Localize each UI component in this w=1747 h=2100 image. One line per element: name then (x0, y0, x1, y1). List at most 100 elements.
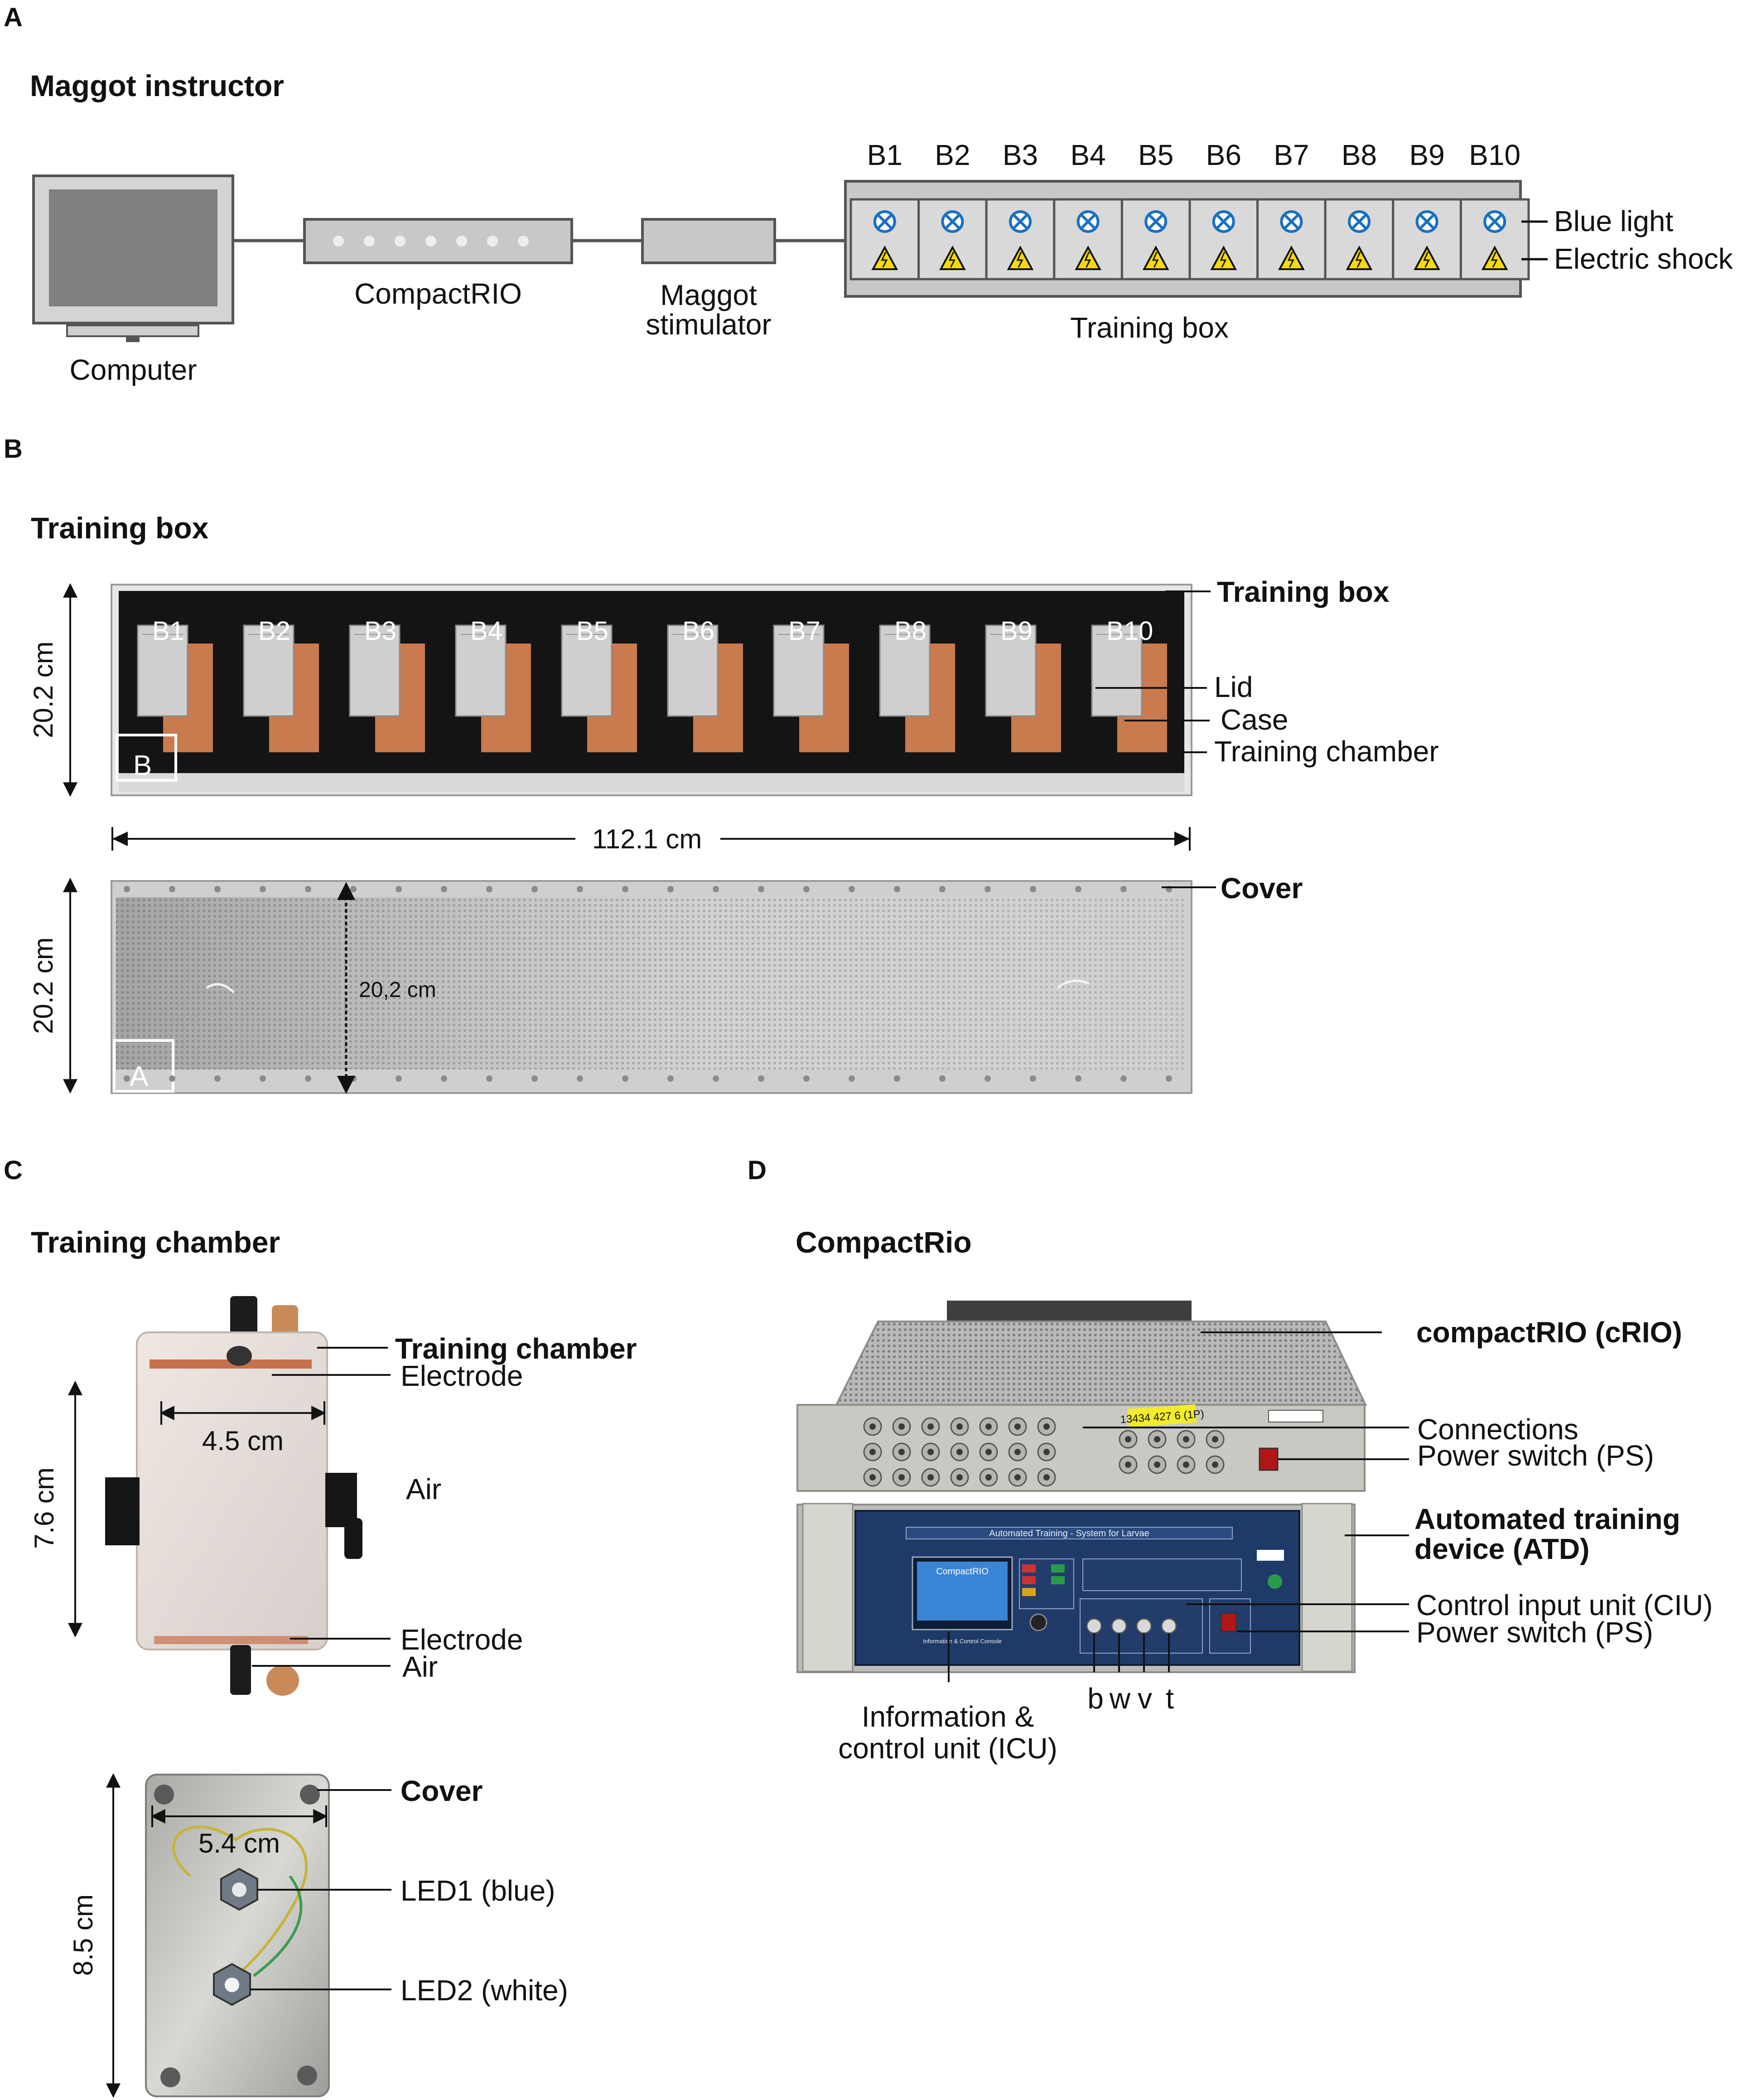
training-box-units (849, 198, 1530, 281)
electric-shock-icon (1346, 245, 1373, 270)
box-label-b10: B10 (1469, 139, 1520, 171)
box-width-label: 112.1 cm (592, 824, 702, 854)
panel-c-letter: C (4, 1156, 23, 1185)
callout-case: Case (1221, 703, 1288, 736)
cover-c-height-label: 8.5 cm (68, 1894, 98, 1976)
slot-label-b6: B6 (682, 616, 714, 646)
slot-label-b10: B10 (1106, 616, 1153, 646)
box-label-b4: B4 (1070, 139, 1105, 171)
callout-electrode-top: Electrode (401, 1360, 523, 1392)
lid-block (243, 624, 294, 717)
panel-a-letter: A (4, 3, 23, 32)
electric-shock-icon (1210, 245, 1237, 270)
electric-shock-icon (1414, 245, 1440, 270)
atd-front-title: Automated Training - System for Larvae (989, 1529, 1149, 1539)
computer-icon (32, 174, 234, 342)
callout-cover: Cover (1221, 872, 1303, 905)
stimulator-label-2: stimulator (646, 308, 771, 341)
blue-light-icon (1212, 210, 1235, 233)
chamber-width-label: 4.5 cm (202, 1426, 284, 1456)
box-label-b6: B6 (1206, 139, 1241, 171)
box-label-b3: B3 (1003, 139, 1038, 171)
callout-air-bottom: Air (402, 1650, 438, 1683)
box-width-arrow-left (112, 832, 128, 846)
blue-light-icon (1144, 210, 1168, 233)
slot-label-b8: B8 (894, 616, 927, 646)
chamber-height-label: 7.6 cm (29, 1467, 59, 1549)
box-label-b2: B2 (935, 139, 970, 171)
callout-power-switch-1: Power switch (PS) (1417, 1439, 1654, 1472)
lid-block (985, 624, 1037, 717)
box-corner-mark: B (133, 750, 152, 781)
box-height-label: 20.2 cm (28, 641, 58, 738)
blue-light-icon (873, 210, 896, 233)
crio-photo (796, 1301, 1367, 1492)
callout-connections: Connections (1417, 1413, 1578, 1446)
cover-c-width-label: 5.4 cm (198, 1828, 280, 1858)
cover-screws (124, 886, 1172, 1082)
panel-b-letter: B (4, 434, 23, 464)
cover-corner-mark: A (130, 1061, 149, 1092)
lid-block (773, 624, 825, 717)
electric-shock-icon (1481, 245, 1508, 270)
electric-shock-icon (939, 245, 966, 270)
cover-inner-measure: 20,2 cm (359, 978, 436, 1002)
box-label-b8: B8 (1342, 139, 1377, 171)
ciu-input-t: t (1166, 1682, 1174, 1715)
box-label-b9: B9 (1409, 139, 1444, 171)
computer-label: Computer (70, 353, 197, 386)
callout-atd-1: Automated training (1414, 1503, 1680, 1535)
stimulator-icon (641, 218, 776, 264)
callout-led1: LED1 (blue) (401, 1874, 555, 1907)
electric-shock-icon (1142, 245, 1169, 270)
callout-cover-c: Cover (401, 1775, 483, 1807)
lid-block (349, 624, 401, 717)
blue-light-icon (1280, 210, 1303, 233)
callout-training-box: Training box (1217, 576, 1390, 608)
ciu-input-b: b (1087, 1682, 1104, 1715)
training-box-photo (111, 584, 1192, 796)
electric-shock-icon (871, 245, 898, 270)
icu-screen-caption: Information & Control Console (923, 1638, 1002, 1645)
stimulator-label-1: Maggot (660, 279, 757, 311)
training-box-labels: B1 B2 B3 B4 B5 B6 B7 B8 B9 B10 (867, 139, 1520, 171)
atd-photo (796, 1503, 1356, 1673)
slot-label-b9: B9 (1000, 616, 1033, 646)
callout-air-side: Air (406, 1473, 441, 1505)
box-label-b5: B5 (1138, 139, 1173, 171)
box-width-arrow-right (1174, 832, 1190, 846)
training-box-label: Training box (1070, 311, 1229, 344)
blue-light-icon (1076, 210, 1100, 233)
training-chamber-photo (105, 1296, 362, 1696)
electric-shock-icon (1007, 245, 1034, 270)
callout-lid: Lid (1214, 671, 1253, 703)
lid-block (1091, 624, 1143, 717)
callout-crio: compactRIO (cRIO) (1416, 1316, 1682, 1349)
box-label-b1: B1 (867, 139, 902, 171)
cover-photo (111, 880, 1192, 1094)
callout-training-chamber: Training chamber (1214, 735, 1439, 768)
icu-screen-brand: CompactRIO (936, 1567, 989, 1577)
callout-led2: LED2 (white) (401, 1974, 568, 2007)
lid-block (455, 624, 507, 717)
electric-shock-label: Electric shock (1554, 242, 1733, 275)
lid-block (137, 624, 188, 717)
callout-icu-1: Information & (862, 1700, 1034, 1733)
blue-light-icon (941, 210, 964, 233)
compactrio-icon (303, 218, 573, 264)
panel-c-title: Training chamber (31, 1225, 280, 1259)
slot-label-b1: B1 (152, 616, 184, 646)
lid-block (879, 624, 931, 717)
callout-icu-2: control unit (ICU) (838, 1732, 1057, 1765)
crio-connectors (863, 1417, 1225, 1487)
blue-light-icon (1009, 210, 1032, 233)
lid-block (561, 624, 613, 717)
box-label-b7: B7 (1274, 139, 1309, 171)
callout-power-switch-2: Power switch (PS) (1416, 1616, 1653, 1649)
callout-atd-2: device (ATD) (1414, 1533, 1589, 1565)
compactrio-label: CompactRIO (354, 277, 522, 310)
callout-training-chamber-c: Training chamber (395, 1332, 637, 1365)
blue-light-label: Blue light (1554, 205, 1674, 237)
callout-electrode-bottom: Electrode (401, 1623, 523, 1656)
